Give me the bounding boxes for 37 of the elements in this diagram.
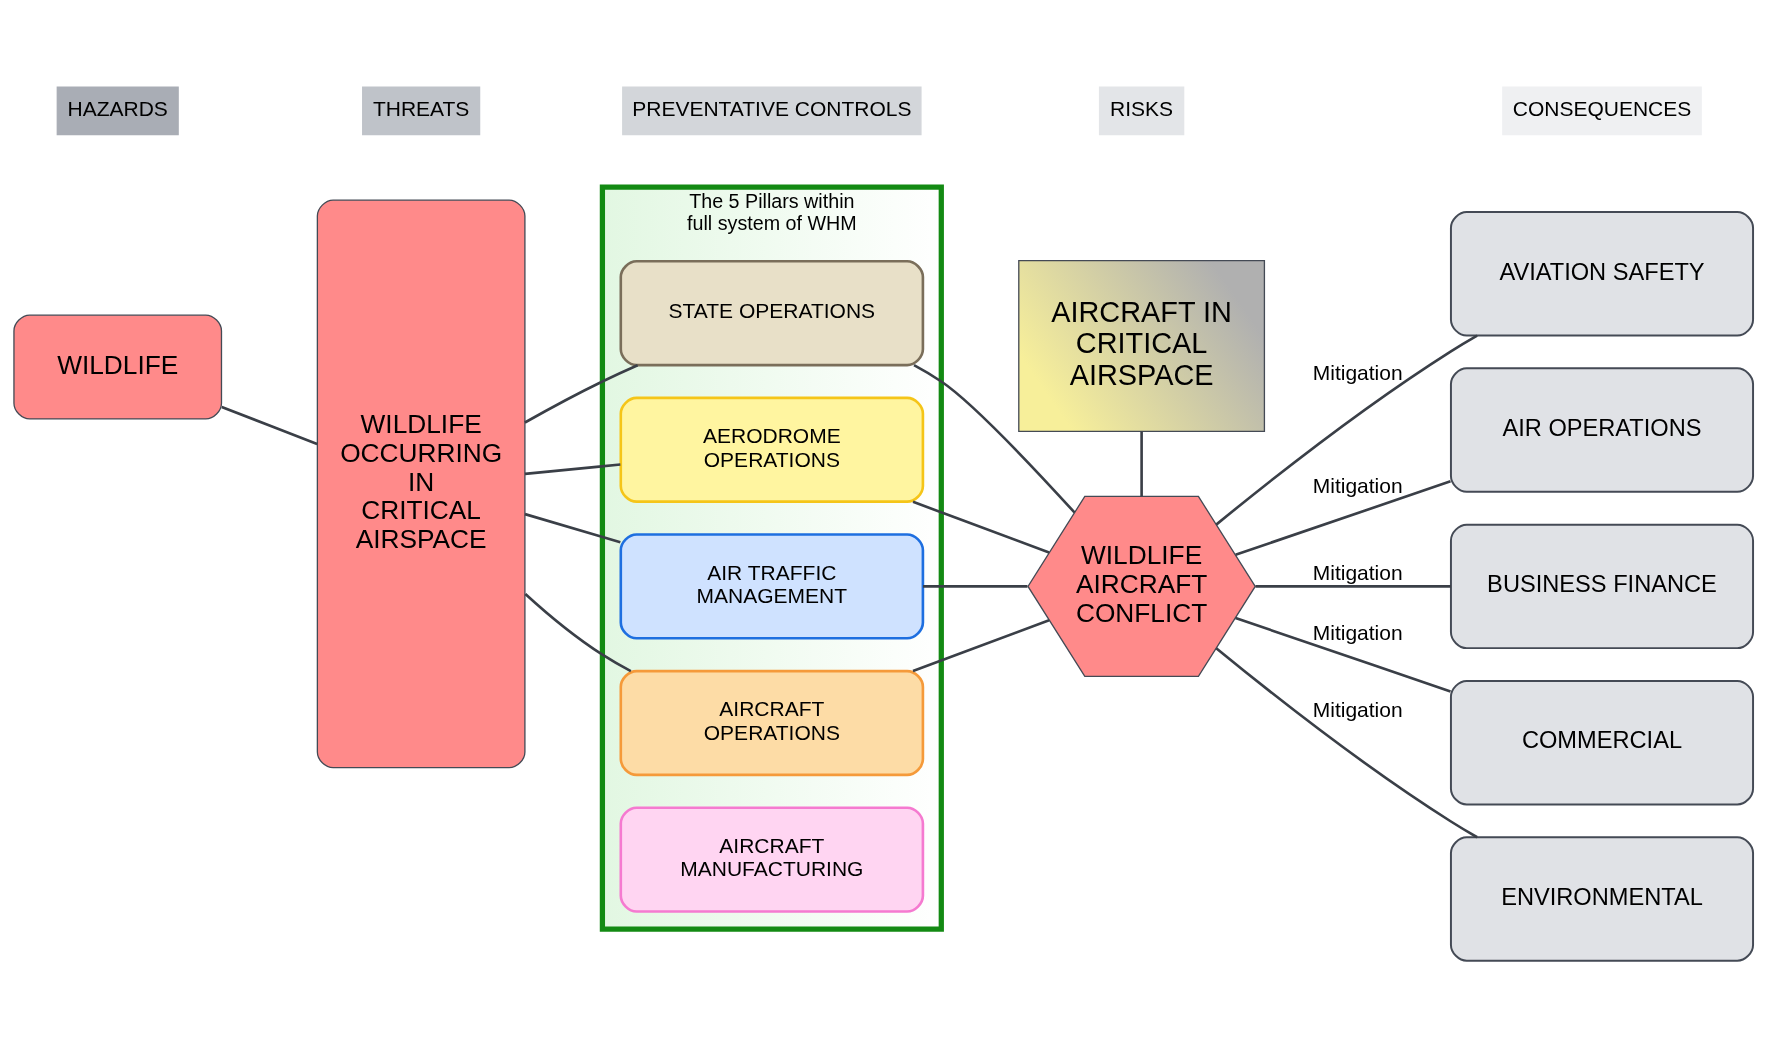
edge-label: Mitigation xyxy=(1312,473,1403,497)
node-box: COMMERCIAL xyxy=(1449,679,1755,805)
connector xyxy=(912,618,1050,672)
node-box: AIR OPERATIONS xyxy=(1449,366,1755,493)
connector xyxy=(1235,616,1451,693)
connector xyxy=(913,363,1076,513)
connector xyxy=(524,592,632,672)
edge-label: Mitigation xyxy=(1312,697,1403,721)
node-box: THREATS xyxy=(362,86,481,135)
node-box: PREVENTATIVE CONTROLS xyxy=(622,86,922,135)
connector xyxy=(524,512,621,543)
node-box: ENVIRONMENTAL xyxy=(1449,835,1755,962)
connector xyxy=(1235,479,1451,556)
connector xyxy=(1140,431,1143,496)
edge-label: Mitigation xyxy=(1312,620,1403,644)
connector xyxy=(221,405,318,445)
node-box: WILDLIFE OCCURRING IN CRITICAL AIRSPACE xyxy=(316,199,526,768)
node-box: AIRCRAFT MANUFACTURING xyxy=(619,805,925,913)
node-box: STATE OPERATIONS xyxy=(619,259,925,366)
node-box: AVIATION SAFETY xyxy=(1449,210,1755,336)
node-box: RISKS xyxy=(1098,86,1185,135)
connector xyxy=(1255,584,1451,588)
node-box: AIR TRAFFIC MANAGEMENT xyxy=(619,532,925,640)
connector xyxy=(524,363,639,424)
edge-label: Mitigation xyxy=(1312,560,1403,584)
connector xyxy=(923,584,1028,588)
connector xyxy=(524,462,621,475)
node-box: WILDLIFE xyxy=(13,314,223,420)
node-box: AIRCRAFT IN CRITICAL AIRSPACE xyxy=(1018,259,1266,432)
node-box: HAZARDS xyxy=(56,86,179,135)
connector xyxy=(912,500,1050,554)
connector xyxy=(1215,646,1478,838)
node-box: AERODROME OPERATIONS xyxy=(619,396,925,503)
node-box: AIRCRAFT OPERATIONS xyxy=(619,669,925,776)
edge-label: Mitigation xyxy=(1312,360,1403,384)
node-box: BUSINESS FINANCE xyxy=(1449,523,1755,649)
connector xyxy=(1215,333,1478,526)
